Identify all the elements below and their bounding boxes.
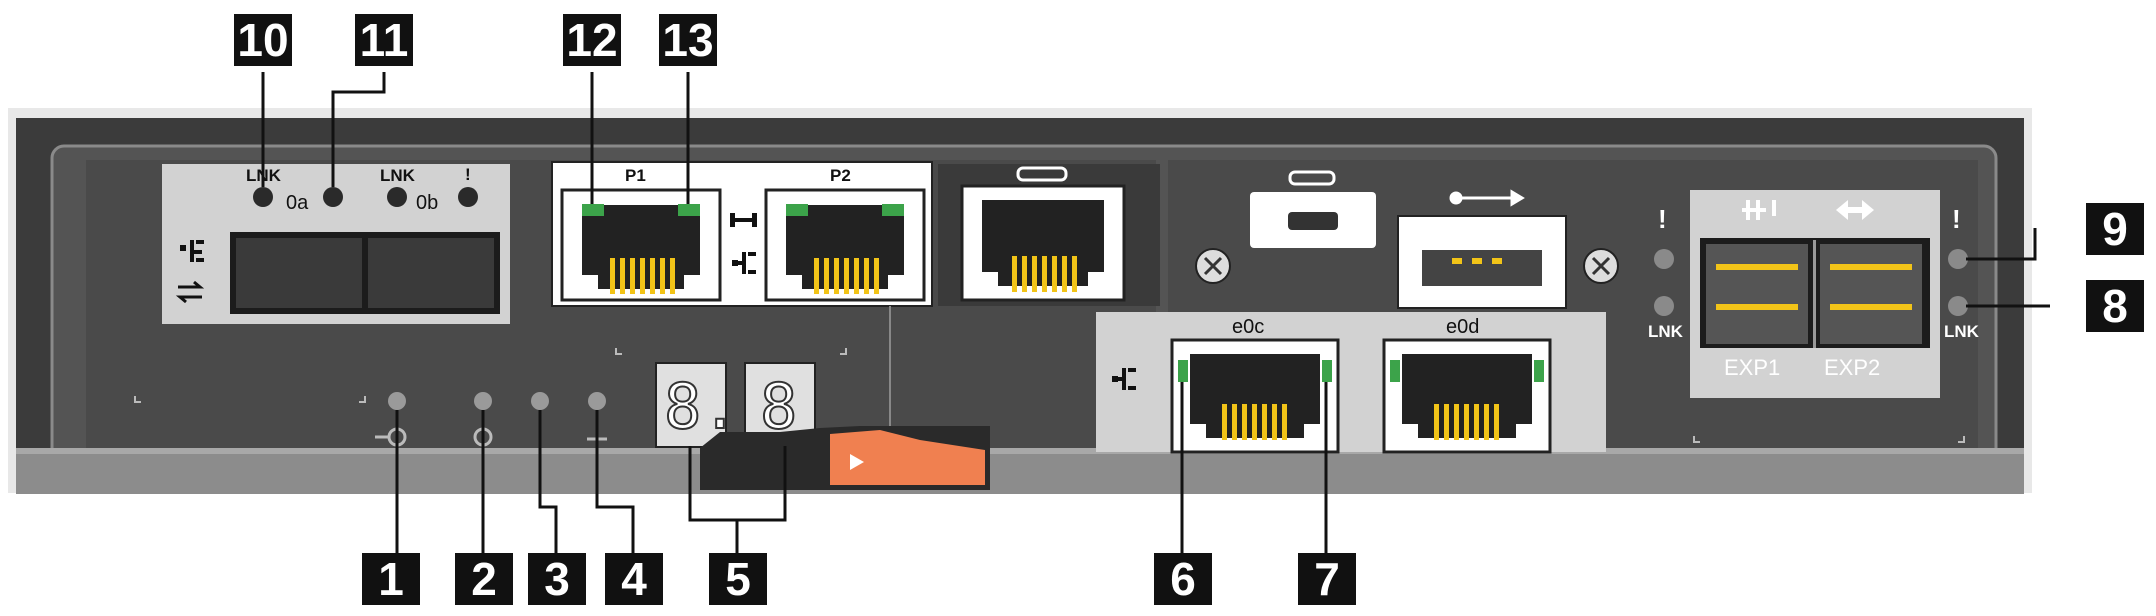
port-label-0a: 0a [286, 192, 309, 214]
led-fault-0b [458, 187, 478, 207]
led-0a [323, 187, 343, 207]
led-exp-lnk [1948, 296, 1968, 316]
double-arrow-icon [1836, 200, 1874, 220]
wrench-icon [730, 213, 757, 227]
e0d-label: e0d [1446, 316, 1480, 338]
callout-8: 8 [2086, 280, 2144, 332]
seven-seg-digit-right: 8 [759, 369, 798, 444]
callout-3: 3 [528, 553, 586, 605]
network-icon [180, 240, 204, 262]
sas-icon [1742, 200, 1776, 220]
sfp-port-0b [368, 238, 494, 308]
led-exp-fault [1948, 249, 1968, 269]
fault-label-0b: ! [465, 165, 471, 184]
p1-label: P1 [625, 166, 646, 185]
exp-lnk-label: LNK [1944, 322, 1979, 341]
exp1-port [1706, 244, 1808, 344]
callout-4: 4 [605, 553, 663, 605]
exp-fault-label: ! [1952, 204, 1961, 234]
exp2-port [1820, 244, 1922, 344]
network-icon [1112, 368, 1136, 390]
callout-6: 6 [1154, 553, 1212, 605]
lnk-label-0a: LNK [246, 166, 281, 185]
serial-port-icon [1016, 166, 1068, 182]
exp1-label: EXP1 [1724, 355, 1781, 380]
led-exp-lnk-left [1654, 296, 1674, 316]
led-lnk-0b [387, 187, 407, 207]
usb-icon [1449, 189, 1525, 207]
callout-2: 2 [455, 553, 513, 605]
callout-13: 13 [659, 14, 717, 66]
exp-lnk-label-left: LNK [1648, 322, 1683, 341]
callout-12: 12 [563, 14, 621, 66]
network-icon [732, 252, 756, 274]
port-label-0b: 0b [416, 192, 439, 214]
micro-usb-port [1288, 212, 1338, 230]
p2-label: P2 [830, 166, 851, 185]
seven-seg-digit-left: 8. [663, 369, 740, 444]
bottom-rail [16, 448, 2024, 494]
led-4 [588, 392, 606, 410]
led-1 [388, 392, 406, 410]
led-3 [531, 392, 549, 410]
sfp-port-0a [236, 238, 362, 308]
led-lnk-0a [253, 187, 273, 207]
callout-9: 9 [2086, 203, 2144, 255]
callout-5: 5 [709, 553, 767, 605]
callout-7: 7 [1298, 553, 1356, 605]
exp2-label: EXP2 [1824, 355, 1881, 380]
exp-fault-label-left: ! [1658, 204, 1667, 234]
transfer-icon [175, 280, 205, 304]
led-exp-fault-left [1654, 249, 1674, 269]
lnk-label-0b: LNK [380, 166, 415, 185]
screw-icon [1195, 248, 1231, 284]
led-2 [474, 392, 492, 410]
callout-10: 10 [234, 14, 292, 66]
callout-11: 11 [355, 14, 413, 66]
usb-a-port [1422, 250, 1542, 286]
seven-seg-left [655, 362, 727, 448]
latch-handle [830, 430, 985, 485]
screw-icon [1583, 248, 1619, 284]
callout-1: 1 [362, 553, 420, 605]
serial-port-icon [1288, 170, 1336, 186]
e0c-label: e0c [1232, 316, 1265, 338]
